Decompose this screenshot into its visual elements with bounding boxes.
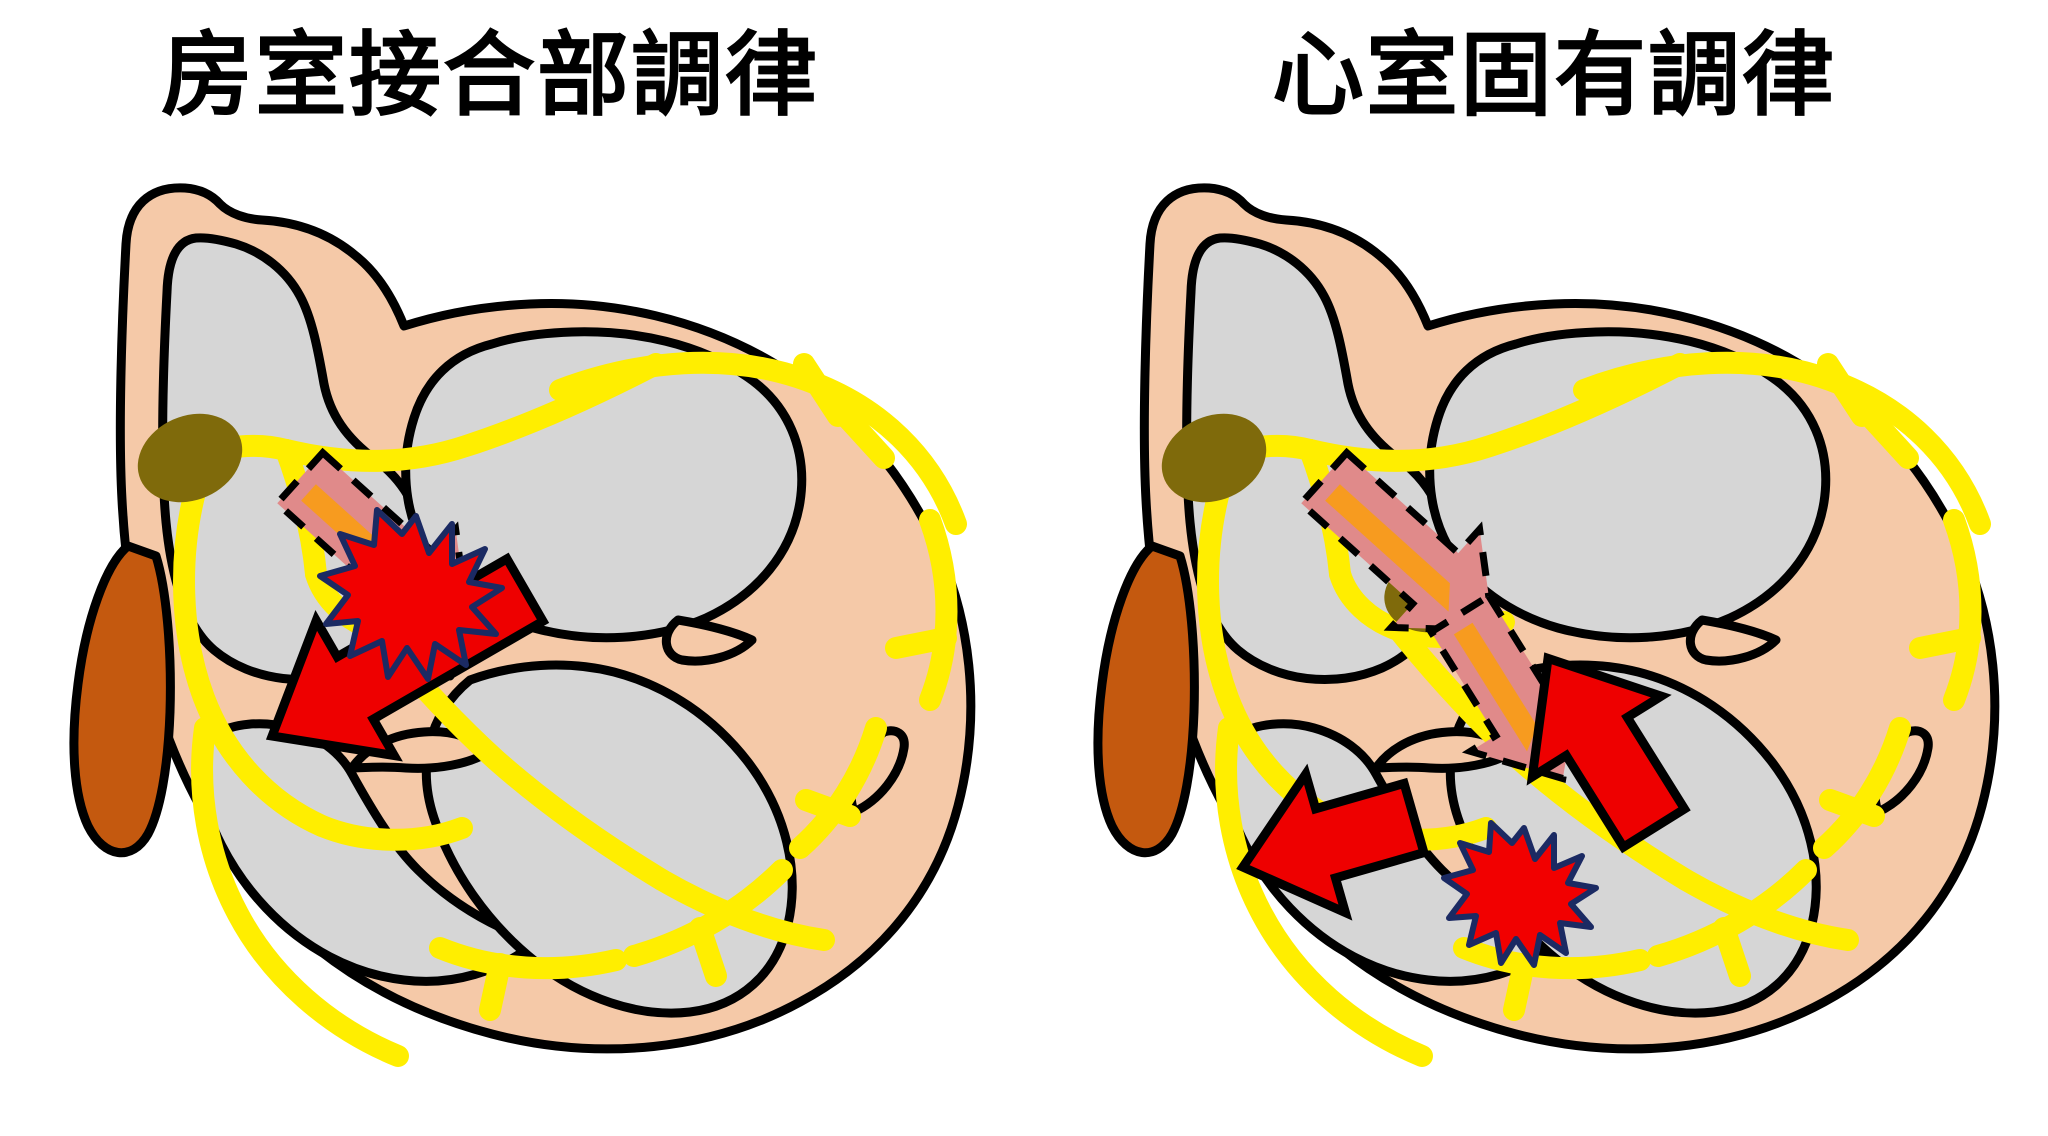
heart-diagram-right [1093,183,2000,1067]
coronary-vein [1093,541,1199,857]
ectopic-focus-starburst [317,507,505,682]
panel-title-right: 心室固有調律 [1271,22,1836,129]
aortic-valve-leaflet [662,615,757,666]
panel-junctional-rhythm: 房室接合部調律 [69,22,1024,1067]
impulse-arrow-lateral-leftward [1236,763,1430,921]
chamber-left-atrium [1425,327,1831,643]
heart-diagram-left [69,128,1024,1067]
impulse-arrow-retrograde-upward [1526,652,1691,854]
sinoatrial-node-marker [137,413,243,503]
aortic-valve-leaflet [1686,615,1781,666]
sinoatrial-node-marker [1161,413,1267,503]
panel-idioventricular-rhythm: 心室固有調律 [1024,0,2048,1136]
coronary-vein [69,541,175,857]
ectopic-focus-starburst [1441,820,1599,968]
panel-title-left: 房室接合部調律 [160,22,819,129]
